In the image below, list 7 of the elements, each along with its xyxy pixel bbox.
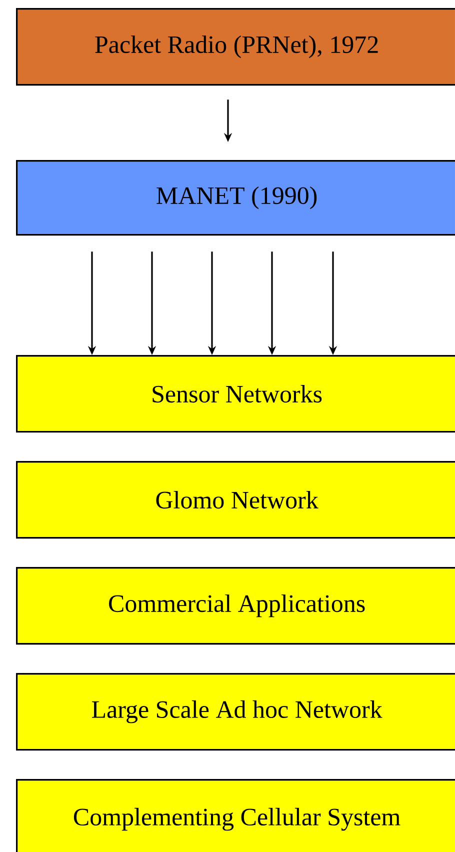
process-box: Large Scale Ad hoc Network (16, 673, 455, 751)
process-box: Sensor Networks (16, 355, 455, 433)
process-box: MANET (1990) (16, 160, 455, 236)
process-box: Packet Radio (PRNet), 1972 (16, 8, 455, 86)
process-box: Commercial Applications (16, 567, 455, 645)
process-box: Complementing Cellular System (16, 779, 455, 852)
process-box: Glomo Network (16, 461, 455, 539)
